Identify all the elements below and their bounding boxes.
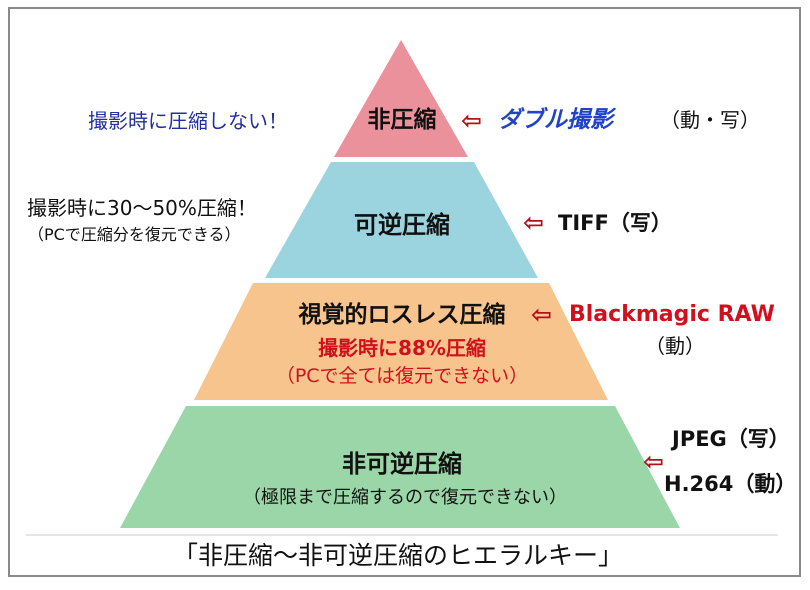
arrow-left-icon: ⇦ — [461, 106, 482, 135]
tier-1-label: 非圧縮 — [367, 107, 437, 133]
tier-3-note: 撮影時に88%圧縮 — [318, 336, 486, 360]
tier-2-label: 可逆圧縮 — [354, 211, 450, 239]
tier-2-left-sub: （PCで圧縮分を復元できる） — [28, 225, 241, 244]
tier-3-label: 視覚的ロスレス圧縮 — [298, 302, 506, 328]
tier-4-label: 非可逆圧縮 — [342, 450, 462, 478]
tier-3-visually-lossless — [194, 283, 608, 400]
diagram-frame — [8, 7, 801, 577]
tier-2-lossless — [265, 162, 538, 278]
arrow-left-icon: ⇦ — [531, 300, 552, 329]
tier-4-lossy — [120, 406, 680, 528]
tier-4-format-photo: JPEG（写） — [672, 427, 790, 451]
tier-1-left-note: 撮影時に圧縮しない！ — [88, 109, 288, 133]
tier-1-uncompressed — [334, 40, 468, 157]
arrow-left-icon: ⇦ — [523, 208, 544, 237]
tier-2-left-note: 撮影時に30〜50%圧縮！ — [27, 196, 257, 220]
tier-3-brand: Blackmagic RAW — [569, 302, 775, 327]
tier-4-sub: （極限まで圧縮するので復元できない） — [243, 487, 567, 508]
tier-3-suffix: （動） — [645, 334, 705, 358]
tier-3-sub: （PCで全ては復元できない） — [275, 365, 529, 387]
arrow-left-icon: ⇦ — [643, 447, 664, 476]
tier-4-format-video: H.264（動） — [664, 472, 797, 496]
caption: 「非圧縮〜非可逆圧縮のヒエラルキー」 — [172, 541, 624, 570]
tier-2-format: TIFF（写） — [558, 211, 672, 235]
caption-divider — [26, 534, 778, 536]
tier-1-suffix: （動・写） — [660, 108, 760, 132]
tier-1-brand: ダブル撮影 — [498, 107, 613, 133]
